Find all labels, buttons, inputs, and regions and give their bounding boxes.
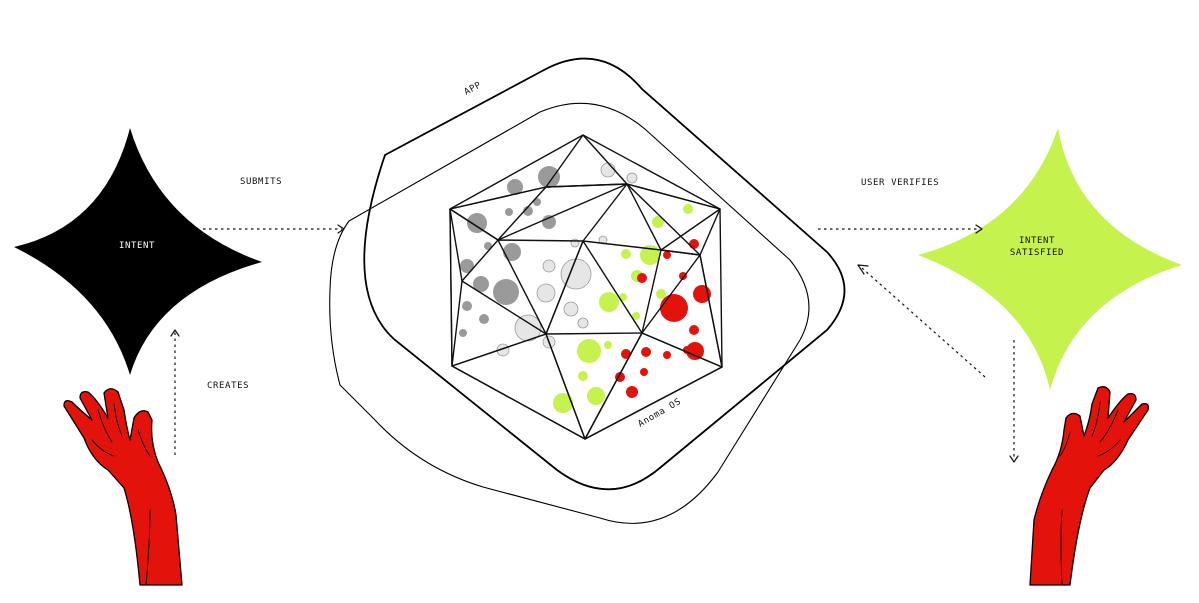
intent-bubble	[493, 279, 519, 305]
submits-arrow	[203, 224, 345, 234]
intent-bubble	[523, 206, 533, 216]
os-label: Anoma OS	[637, 397, 684, 430]
intent-bubble	[577, 339, 601, 363]
intent-bubble	[656, 289, 666, 299]
creates-label: CREATES	[207, 381, 249, 391]
os-frame	[329, 102, 810, 524]
intent-bubble	[683, 204, 693, 214]
intent-bubble	[600, 162, 616, 178]
intent-bubble	[660, 294, 688, 322]
intent-bubble	[505, 208, 513, 216]
intent-bubble	[578, 371, 588, 381]
intent-bubble	[514, 314, 542, 342]
user-hand-right-icon	[1029, 386, 1150, 586]
app-frame	[363, 57, 846, 491]
intent-bubble	[587, 387, 605, 405]
delivery-arrow	[1009, 340, 1019, 463]
intent-bubble-cluster	[459, 162, 711, 413]
intent-bubble	[689, 325, 699, 335]
intent-bubble	[479, 314, 489, 324]
intent-bubble	[473, 276, 489, 292]
intent-bubble	[467, 213, 487, 233]
app-label: APP	[463, 80, 484, 97]
intent-bubble	[652, 216, 664, 228]
submits-label: SUBMITS	[240, 177, 282, 187]
intent-satisfied-label-line2: SATISFIED	[1010, 248, 1064, 258]
intent-bubble	[538, 166, 560, 188]
intent-bubble	[663, 251, 671, 259]
intent-label: INTENT	[119, 241, 155, 251]
user-verifies-label: USER VERIFIES	[861, 178, 939, 188]
intent-bubble	[542, 259, 556, 273]
intent-bubble	[632, 312, 640, 320]
user-verifies-arrow	[818, 224, 983, 234]
intent-satisfied-star-icon	[918, 128, 1182, 390]
intent-bubble	[542, 215, 556, 229]
intent-bubble	[462, 301, 472, 311]
intent-bubble	[689, 239, 699, 249]
icosahedron-icon	[449, 134, 723, 440]
intent-bubble	[460, 259, 474, 273]
intent-bubble	[563, 301, 579, 317]
intent-bubble	[686, 342, 704, 360]
intent-bubble	[621, 349, 631, 359]
intent-bubble	[641, 347, 651, 357]
intent-bubble	[626, 386, 638, 398]
intent-bubble	[507, 179, 523, 195]
intent-satisfied-label-line1: INTENT	[1019, 236, 1055, 246]
intent-bubble	[536, 283, 556, 303]
intent-bubble	[604, 341, 612, 349]
intent-bubble	[503, 243, 521, 261]
intent-bubble	[553, 393, 573, 413]
creates-arrow	[170, 329, 180, 455]
intent-bubble	[577, 317, 589, 329]
user-hand-left-icon	[63, 388, 183, 586]
intent-bubble	[626, 172, 638, 184]
intent-bubble	[663, 351, 671, 359]
intent-bubble	[637, 273, 647, 283]
intent-bubble	[640, 368, 648, 376]
intent-bubble	[484, 242, 492, 250]
feedback-arrow	[857, 264, 986, 378]
intent-bubble	[599, 292, 619, 312]
intent-bubble	[621, 249, 631, 259]
intent-bubble	[459, 329, 467, 337]
intent-star-icon	[14, 128, 262, 375]
